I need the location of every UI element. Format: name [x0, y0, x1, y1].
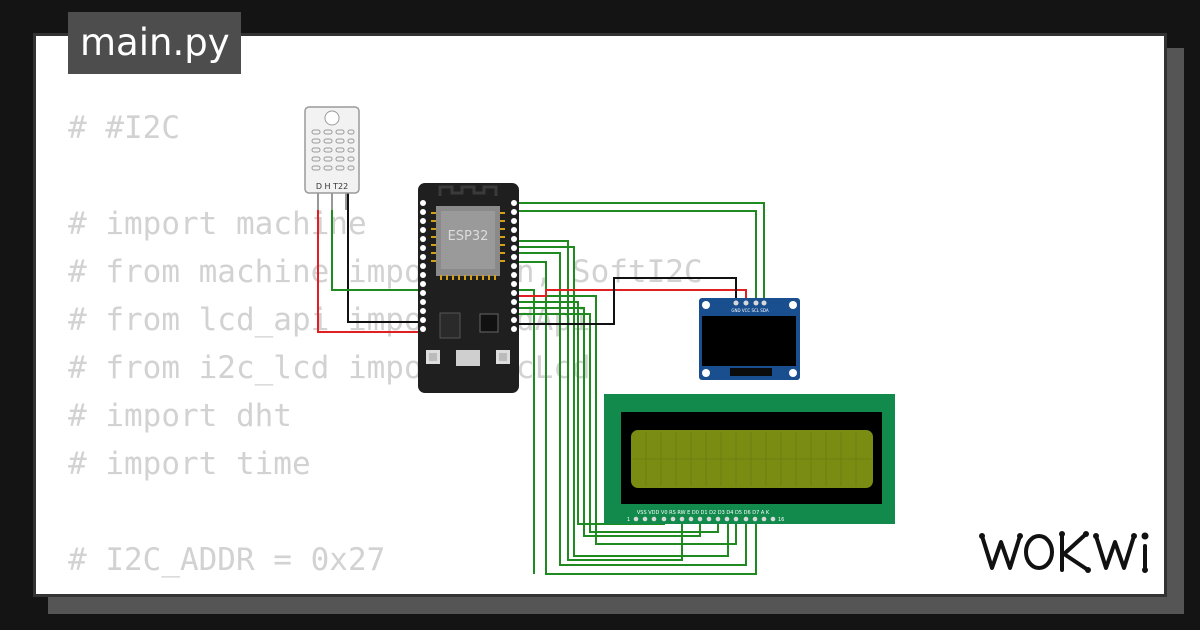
- lcd-1602[interactable]: VSS VDD V0 RS RW E D0 D1 D2 D3 D4 D5 D6 …: [604, 394, 895, 524]
- esp32-right-pins: [511, 200, 517, 332]
- wire-black-oled: [424, 277, 737, 325]
- wire-black-dht: [347, 192, 424, 323]
- file-tab-label: main.py: [80, 21, 230, 64]
- wokwi-logo: [979, 531, 1149, 573]
- esp32-board[interactable]: ESP32: [418, 183, 519, 393]
- code-line: # import machine: [68, 206, 367, 242]
- code-line: # import dht: [68, 398, 292, 434]
- code-line: # I2C_ADDR = 0x27: [68, 542, 386, 578]
- green-wires: [514, 202, 765, 575]
- editor-preview-card: # #I2C# import machine# from machine imp…: [36, 36, 1164, 594]
- wire-green-dht: [331, 192, 424, 291]
- oled-pin-labels: GND VCC SCL SDA: [731, 308, 768, 313]
- lcd-pin-labels: VSS VDD V0 RS RW E D0 D1 D2 D3 D4 D5 D6 …: [637, 510, 770, 516]
- wire-red-oled: [514, 289, 747, 300]
- code-line: # totalRows = 2: [68, 584, 703, 594]
- esp32-label: ESP32: [448, 229, 489, 244]
- esp32-left-pins: [420, 200, 426, 332]
- lcd-pin-last: 16: [778, 517, 784, 523]
- lcd-pin-first: 1: [627, 517, 630, 523]
- oled-display[interactable]: GND VCC SCL SDA: [699, 298, 800, 380]
- file-tab[interactable]: main.py: [68, 12, 241, 74]
- code-line: # import time: [68, 446, 311, 482]
- code-line: # #I2C: [68, 110, 180, 146]
- dht22-label: D H T22: [316, 182, 348, 191]
- dht22-sensor[interactable]: D H T22: [304, 106, 360, 210]
- wire-red-dht: [317, 192, 424, 333]
